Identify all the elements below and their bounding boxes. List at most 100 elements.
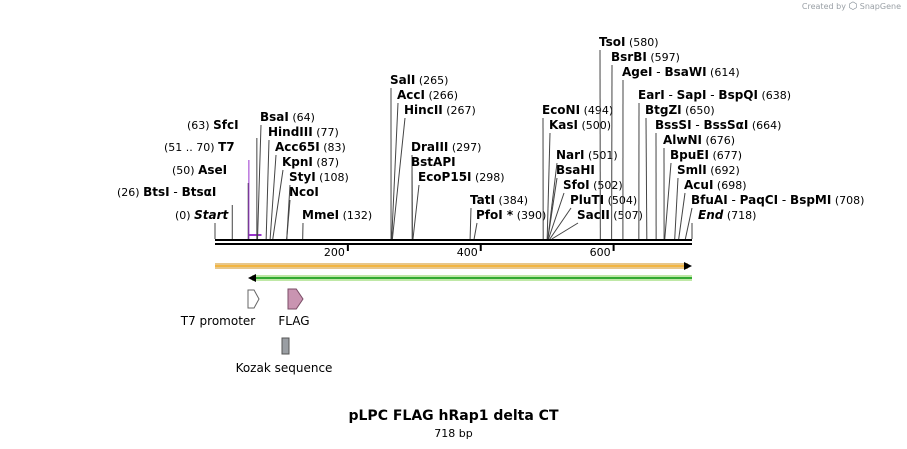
site-label: KasI (500) <box>549 118 611 132</box>
site-bsssi[interactable]: BssSI - BssSαI (664) <box>655 118 781 240</box>
site-sali[interactable]: SalI (265) <box>390 73 448 240</box>
site-label: (26) BtsI - BtsαI <box>117 185 216 199</box>
site-label: BsrBI (597) <box>611 50 680 64</box>
site-label: BssSI - BssSαI (664) <box>655 118 781 132</box>
site-connector <box>549 207 572 240</box>
site-label: (0) Start <box>175 208 229 222</box>
site-styi[interactable]: StyI (108) <box>286 170 349 240</box>
site-label: TatI (384) <box>470 193 528 207</box>
orange-track-arrowhead <box>684 262 692 270</box>
snapgene-logo-icon: ⬡ <box>848 1 858 12</box>
site-hincii[interactable]: HincII (267) <box>391 103 476 240</box>
site-sacii[interactable]: SacII (507) <box>551 208 643 240</box>
site-bstapi[interactable]: BstAPI <box>411 155 456 240</box>
site-ecop15i[interactable]: EcoP15I (298) <box>412 170 505 240</box>
site-connector <box>548 192 565 240</box>
site-connector <box>391 102 399 240</box>
site-label: NcoI <box>289 185 319 199</box>
site-alwni[interactable]: AlwNI (676) <box>663 133 735 240</box>
scale-tick-label: 600 <box>590 246 611 259</box>
site-connector <box>547 177 558 240</box>
site-connector <box>272 169 284 240</box>
site-kpni[interactable]: KpnI (87) <box>272 155 339 240</box>
site-pluti[interactable]: PluTI (504) <box>549 193 637 240</box>
site-btgzi[interactable]: BtgZI (650) <box>645 103 715 240</box>
site-tati[interactable]: TatI (384) <box>469 193 528 240</box>
site-label: DraIII (297) <box>411 140 481 154</box>
site-asei[interactable]: (50) AseI <box>172 163 249 239</box>
site-bsahi[interactable]: BsaHI <box>547 163 595 240</box>
site-connector <box>257 124 262 240</box>
site-tsoi[interactable]: TsoI (580) <box>599 35 659 240</box>
site-label: EarI - SapI - BspQI (638) <box>638 88 791 102</box>
site-label: EcoNI (494) <box>542 103 613 117</box>
site-pfoi[interactable]: PfoI * (390) <box>473 208 546 240</box>
site-mmei[interactable]: MmeI (132) <box>302 208 372 240</box>
site-btsi[interactable]: (26) BtsI - BtsαI <box>117 185 233 239</box>
site-nari[interactable]: NarI (501) <box>547 148 618 240</box>
scale-tick-label: 400 <box>457 246 478 259</box>
site-label: BsaHI <box>556 163 595 177</box>
site-econi[interactable]: EcoNI (494) <box>542 103 613 240</box>
site-connector <box>265 139 270 240</box>
site-smli[interactable]: SmlI (692) <box>674 163 740 240</box>
site-acui[interactable]: AcuI (698) <box>678 178 747 240</box>
map-subtitle: 718 bp <box>434 427 473 440</box>
site-label: AccI (266) <box>397 88 458 102</box>
feature-t7-promoter[interactable]: T7 promoter <box>180 289 260 328</box>
site-label: (63) SfcI <box>187 118 239 132</box>
site-label: SmlI (692) <box>677 163 740 177</box>
feature-label: Kozak sequence <box>236 361 333 375</box>
site-label: PfoI * (390) <box>476 208 546 222</box>
site-label: PluTI (504) <box>570 193 637 207</box>
site-label: BstAPI <box>411 155 456 169</box>
site-sfci[interactable]: (63) SfcI <box>187 118 258 239</box>
site-bsrbi[interactable]: BsrBI (597) <box>611 50 680 240</box>
site-t7[interactable]: (51 .. 70) T7 <box>164 140 262 239</box>
site-label: EcoP15I (298) <box>418 170 505 184</box>
site-label: AlwNI (676) <box>663 133 735 147</box>
site-label: Acc65I (83) <box>275 140 346 154</box>
site-label: BtgZI (650) <box>645 103 715 117</box>
scale-tick-label: 200 <box>324 246 345 259</box>
site-agei[interactable]: AgeI - BsaWI (614) <box>622 65 740 240</box>
site-connector <box>674 177 679 240</box>
site-end[interactable]: End (718) <box>691 208 756 239</box>
site-label: BpuEI (677) <box>670 148 742 162</box>
site-acci[interactable]: AccI (266) <box>391 88 458 240</box>
kozak-box-icon <box>281 337 290 355</box>
site-bpuei[interactable]: BpuEI (677) <box>664 148 742 240</box>
site-eari[interactable]: EarI - SapI - BspQI (638) <box>638 88 791 240</box>
site-ncoi[interactable]: NcoI <box>286 185 319 240</box>
map-title: pLPC FLAG hRap1 delta CT <box>348 408 559 424</box>
site-bsai[interactable]: BsaI (64) <box>257 110 315 240</box>
feature-kozak[interactable]: Kozak sequence <box>236 337 333 375</box>
site-label: HincII (267) <box>404 103 476 117</box>
site-label: SfoI (502) <box>563 178 623 192</box>
site-label: AcuI (698) <box>684 178 747 192</box>
site-hindiii[interactable]: HindIII (77) <box>265 125 339 240</box>
site-connector <box>469 207 472 240</box>
site-connector <box>269 154 277 240</box>
green-track-arrowhead <box>248 274 256 282</box>
feature-label: T7 promoter <box>180 314 256 328</box>
snapgene-credit: Created by ⬡ SnapGene <box>802 1 901 12</box>
site-bfuai[interactable]: BfuAI - PaqCI - BspMI (708) <box>684 193 864 240</box>
site-label: SalI (265) <box>390 73 448 87</box>
site-connector <box>391 117 406 240</box>
site-acc65i[interactable]: Acc65I (83) <box>269 140 346 240</box>
site-connector <box>473 222 478 240</box>
feature-flag[interactable]: FLAG <box>278 288 310 328</box>
credit-prefix: Created by <box>801 2 846 11</box>
site-label: (51 .. 70) T7 <box>164 140 235 154</box>
site-start[interactable]: (0) Start <box>175 208 229 239</box>
site-kasi[interactable]: KasI (500) <box>546 118 611 240</box>
site-connector <box>551 222 579 240</box>
t7-promoter-arrow-icon <box>247 289 260 309</box>
site-connector <box>664 162 672 240</box>
site-connector <box>412 184 420 240</box>
site-connector <box>546 132 551 240</box>
credit-brand: SnapGene <box>859 2 901 11</box>
site-connector <box>678 192 686 240</box>
site-label: SacII (507) <box>577 208 643 222</box>
